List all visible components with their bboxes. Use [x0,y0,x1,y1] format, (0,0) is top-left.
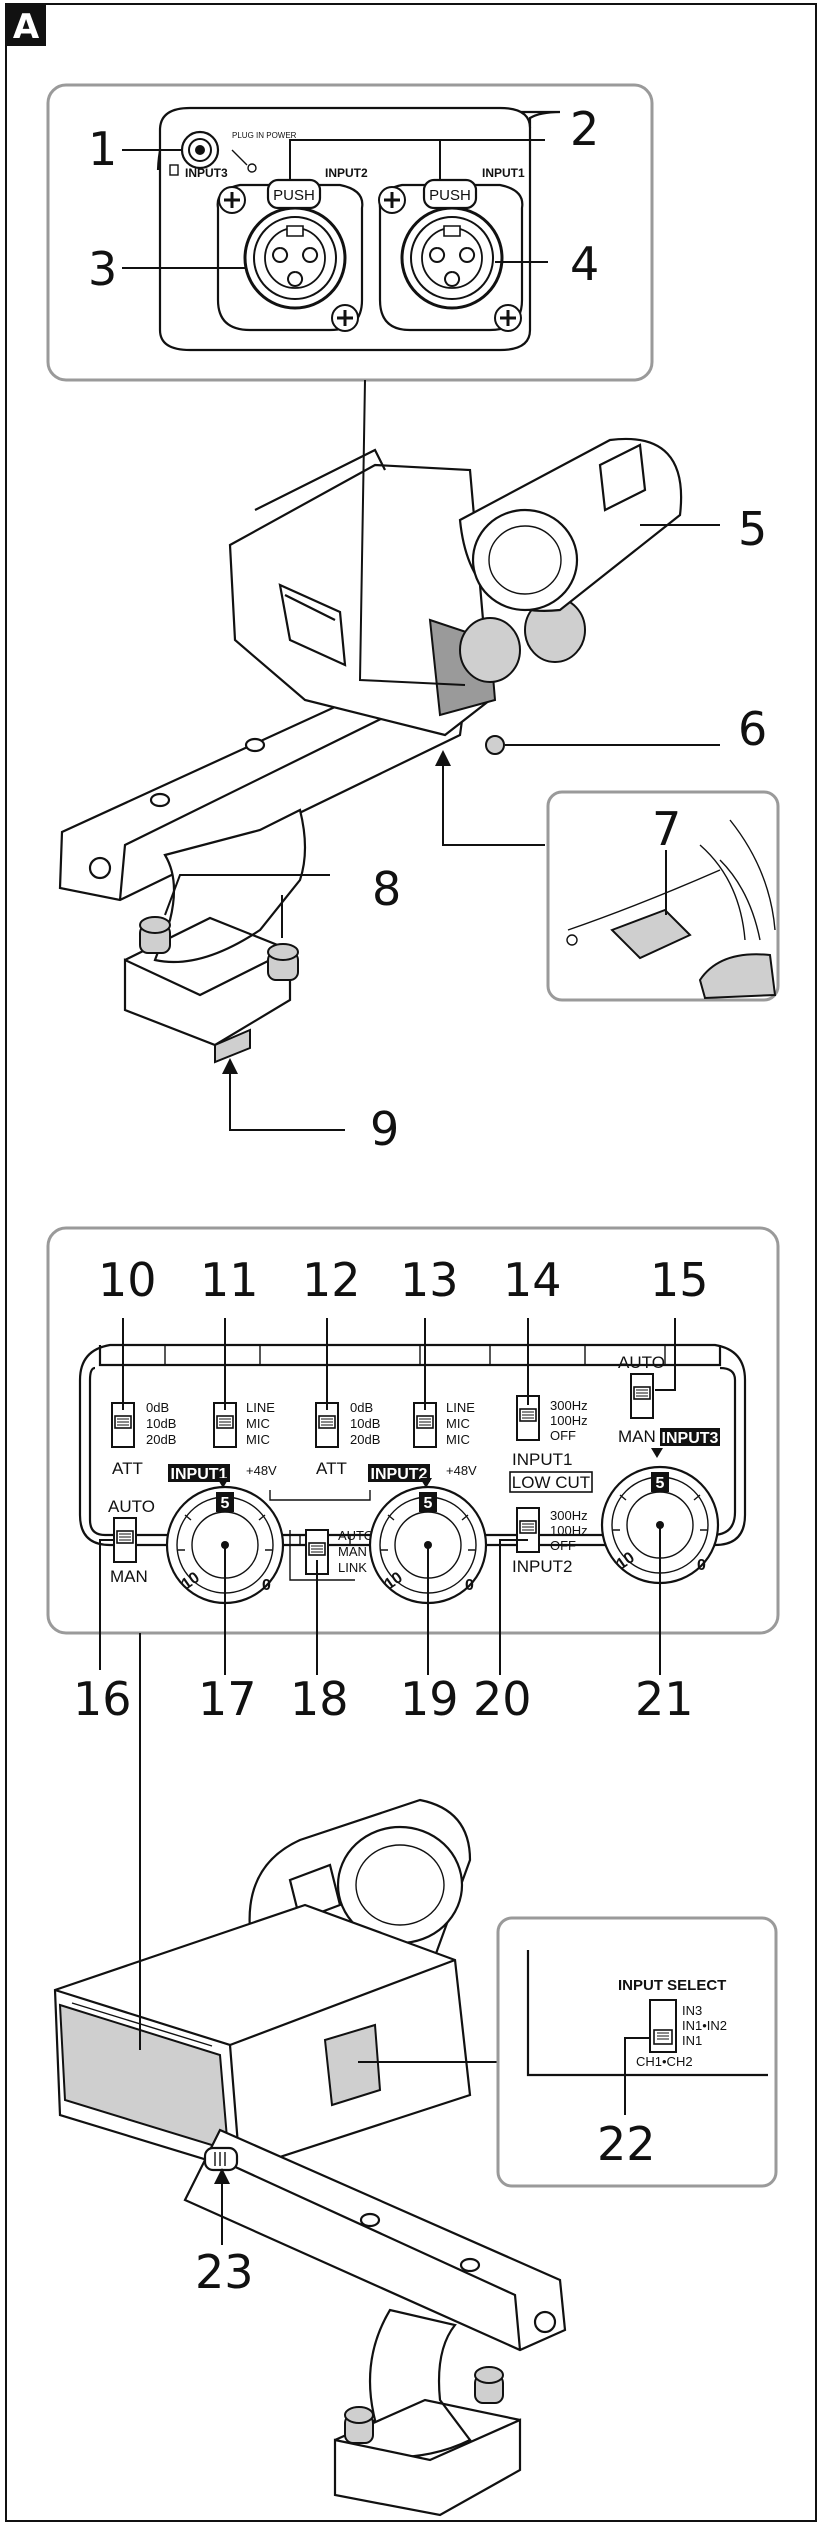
line1-opt-0: LINE [246,1400,275,1415]
callout-18: 18 [290,1672,349,1726]
push-label-left: PUSH [273,187,315,204]
callout-3: 3 [88,242,117,296]
lowcut2-opt-2: OFF [550,1538,576,1553]
lowcut1-opt-1: 100Hz [550,1413,588,1428]
att1-label: ATT [112,1459,143,1478]
input-select-opt-2: IN1 [682,2033,702,2048]
push-button-right [422,178,478,210]
dial1-mark-5: 5 [221,1495,230,1512]
att1-opt-2: 20dB [146,1432,176,1447]
push-label-right: PUSH [429,187,471,204]
att2-opt-1: 10dB [350,1416,380,1431]
callout-21: 21 [635,1672,694,1726]
callout-9: 9 [370,1102,399,1156]
callout-8: 8 [372,862,401,916]
callout-12: 12 [302,1253,361,1307]
man1-label: MAN [110,1567,148,1586]
adapter-device-illustration: 5 6 8 9 [58,379,767,1156]
callout-11: 11 [200,1253,259,1307]
man3-label: MAN [618,1427,656,1446]
link-opt-2: LINK [338,1560,367,1575]
input-select-opt-1: IN1•IN2 [682,2018,727,2033]
phantom1-label: +48V [246,1463,277,1478]
lowcut-input2-label: INPUT2 [512,1557,572,1576]
outer-frame [5,3,817,2522]
section-letter: A [13,7,40,47]
dial2-mark-0: 0 [465,1577,474,1594]
callout-10: 10 [98,1253,157,1307]
low-cut-label: LOW CUT [512,1473,590,1492]
push-button-left [266,178,322,210]
input2-ctrl-label: INPUT2 [371,1466,428,1483]
callout-17: 17 [198,1672,257,1726]
callout-15: 15 [650,1253,709,1307]
input3-panel-label: INPUT3 [185,166,228,180]
link-opt-0: AUTO [338,1528,374,1543]
callout-7: 7 [652,802,681,856]
line1-opt-1: MIC [246,1416,270,1431]
auto1-label: AUTO [108,1497,155,1516]
input2-panel-label: INPUT2 [325,166,368,180]
att2-opt-0: 0dB [350,1400,373,1415]
callout-6: 6 [738,702,767,756]
callout-5: 5 [738,502,767,556]
att1-opt-1: 10dB [146,1416,176,1431]
plug-in-power-label: PLUG IN POWER [232,131,297,140]
input3-ctrl-label: INPUT3 [662,1430,719,1447]
xlr-jack-input1: PUSH INPUT1 [377,166,525,333]
callout-20: 20 [473,1672,532,1726]
callout-1: 1 [88,122,117,176]
callout-2: 2 [570,102,599,156]
dial2-mark-5: 5 [424,1495,433,1512]
xlr-jack-input2: PUSH INPUT2 [216,166,368,333]
auto3-label: AUTO [618,1353,665,1372]
line2-opt-2: MIC [446,1432,470,1447]
att1-opt-0: 0dB [146,1400,169,1415]
input-select-bottom: CH1•CH2 [636,2054,693,2069]
lowcut2-opt-0: 300Hz [550,1508,588,1523]
line2-opt-1: MIC [446,1416,470,1431]
callout-16: 16 [73,1672,132,1726]
callout-19: 19 [400,1672,459,1726]
line2-opt-0: LINE [446,1400,475,1415]
lowcut1-opt-2: OFF [550,1428,576,1443]
section-badge: A [6,4,46,47]
dial3-mark-0: 0 [697,1557,706,1574]
input-select-title: INPUT SELECT [618,1977,726,1994]
callout-22: 22 [597,2117,656,2171]
input1-ctrl-label: INPUT1 [171,1466,228,1483]
dial1-mark-0: 0 [262,1577,271,1594]
input1-panel-label: INPUT1 [482,166,525,180]
lowcut-input1-label: INPUT1 [512,1450,572,1469]
phantom2-label: +48V [446,1463,477,1478]
input-select-inset: INPUT SELECT IN3 IN1•IN2 IN1 CH1•CH2 22 [496,1916,778,2188]
callout-14: 14 [503,1253,562,1307]
callout-13: 13 [400,1253,459,1307]
adapter-rear-illustration: 23 [53,1633,567,2517]
lowcut2-opt-1: 100Hz [550,1523,588,1538]
link-opt-1: MAN [338,1544,367,1559]
callout-4: 4 [570,237,599,291]
dial3-mark-5: 5 [656,1475,665,1492]
callout-23: 23 [195,2245,254,2299]
connector-panel-inset: PLUG IN POWER INPUT3 PUSH INPUT2 [46,83,654,382]
inset-callout-7: 7 [546,790,780,1002]
control-panel-inset: 0dB 10dB 20dB ATT LINE MIC MIC +48V INPU… [46,1226,780,1726]
line1-opt-2: MIC [246,1432,270,1447]
att2-label: ATT [316,1459,347,1478]
lowcut1-opt-0: 300Hz [550,1398,588,1413]
att2-opt-2: 20dB [350,1432,380,1447]
input-select-opt-0: IN3 [682,2003,702,2018]
dial-input2: 5 10 0 [368,1478,488,1605]
dial-input1: 5 10 0 [165,1478,285,1605]
